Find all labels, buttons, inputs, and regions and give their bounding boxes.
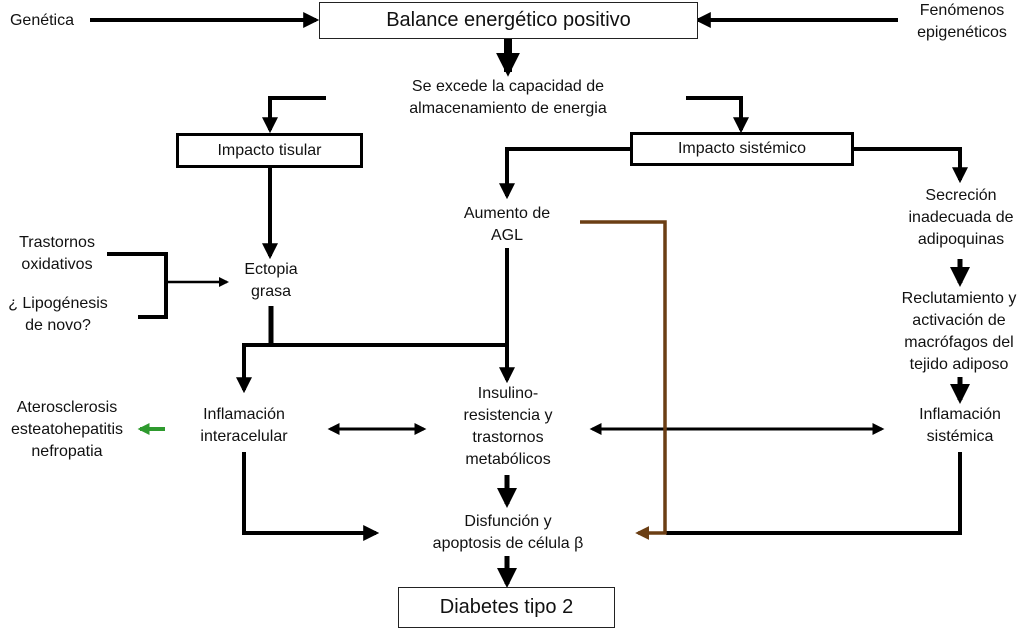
arrow-agl-disfuncion-brown bbox=[580, 220, 667, 540]
node-balance-energetico: Balance energético positivo bbox=[319, 2, 698, 39]
node-impacto-tisular-label: Impacto tisular bbox=[217, 141, 322, 159]
node-impacto-tisular: Impacto tisular bbox=[176, 133, 363, 168]
node-disfuncion-celula-beta: Disfunción y apoptosis de célula β bbox=[432, 513, 584, 552]
arrow-inflamacion-disfuncion bbox=[242, 452, 380, 541]
node-genetica: Genética bbox=[9, 12, 75, 29]
node-impacto-sistemico: Impacto sistémico bbox=[630, 132, 854, 166]
node-trastornos-oxidativos: Trastornos oxidativos bbox=[19, 234, 95, 273]
node-impacto-sistemico-label: Impacto sistémico bbox=[677, 140, 807, 157]
node-lipogenesis: ¿ Lipogénesis de novo? bbox=[8, 295, 108, 334]
node-secrecion-adipoquinas: Secreción inadecuada de adipoquinas bbox=[908, 187, 1014, 248]
node-insulinoresistencia: Insulino- resistencia y trastornos metab… bbox=[463, 385, 553, 468]
bracket-oxidativos-lipogenesis bbox=[107, 252, 168, 319]
node-inflamacion-sistemica: Inflamación sistémica bbox=[919, 406, 1001, 445]
node-inflamacion-interacelular: Inflamación interacelular bbox=[200, 406, 288, 445]
arrow-excede-sistemico bbox=[686, 96, 749, 134]
node-excede-capacidad: Se excede la capacidad de almacenamiento… bbox=[409, 78, 607, 117]
node-diabetes: Diabetes tipo 2 bbox=[398, 587, 615, 628]
arrow-sistemico-agl bbox=[499, 147, 630, 200]
arrow-sistemico-secrecion bbox=[854, 147, 968, 184]
node-fenomenos-epigeneticos: Fenómenos epigenéticos bbox=[917, 2, 1007, 41]
node-aterosclerosis: Aterosclerosis esteatohepatitis nefropat… bbox=[10, 399, 124, 460]
arrow-excede-tisular bbox=[262, 96, 326, 134]
line-ectopia-split bbox=[236, 343, 506, 394]
line-inflamacion-sist-disfuncion bbox=[666, 452, 962, 535]
node-ectopia-grasa: Ectopia grasa bbox=[244, 261, 298, 300]
node-balance-label: Balance energético positivo bbox=[386, 9, 631, 31]
node-diabetes-label: Diabetes tipo 2 bbox=[439, 596, 574, 618]
node-aumento-agl: Aumento de AGL bbox=[463, 205, 551, 244]
node-reclutamiento-macrofagos: Reclutamiento y activación de macrófagos… bbox=[901, 290, 1017, 373]
